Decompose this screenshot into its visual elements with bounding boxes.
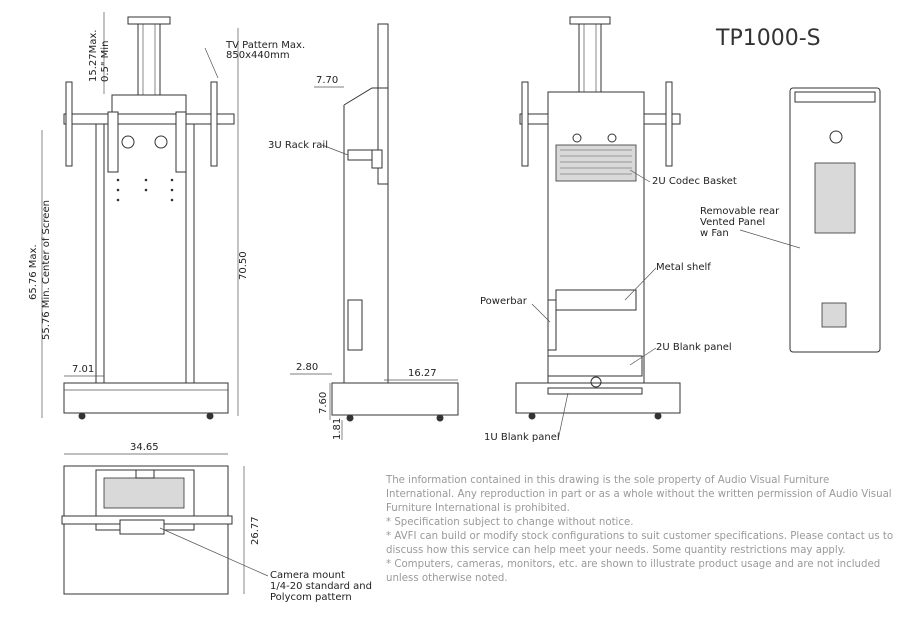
codec-basket [555,144,637,182]
dim-181: 1.81 [332,418,343,440]
metal-shelf [555,289,637,311]
label-tv-pattern-1: TV Pattern Max. [225,40,305,51]
note-equipment: * Computers, cameras, monitors, etc. are… [386,559,881,584]
dim-1627: 16.27 [408,368,437,379]
label-w-fan: w Fan [700,228,729,239]
side-view: 7.70 3U Rack rail 2.80 16.27 7.60 1.81 [268,23,459,440]
front-right-column [185,123,195,385]
dim-760: 7.60 [318,392,329,414]
blank-panel-1u [547,387,643,395]
note-custom-build: * AVFI can build or modify stock configu… [386,531,894,556]
label-camera-standard: 1/4-20 standard and [270,581,372,592]
label-tv-pattern-2: 850x440mm [226,50,290,61]
front-mast-cap [127,16,171,25]
back-panel-view: Removable rear Vented Panel w Fan [700,87,881,353]
drawing-title: TP1000-S [716,26,821,51]
label-camera-mount: Camera mount [270,570,345,581]
label-rack-rail: 3U Rack rail [268,140,328,151]
dim-height-max: 65.76 Max. [28,244,39,300]
label-vented-panel: Vented Panel [700,217,765,228]
label-codec-basket: 2U Codec Basket [652,176,737,187]
powerbar [547,299,557,351]
dim-depth: 26.77 [250,516,261,545]
vent-grille [814,162,856,234]
label-removable-rear: Removable rear [700,206,780,217]
dim-770: 7.70 [316,75,338,86]
note-specification: * Specification subject to change withou… [386,517,634,528]
dim-top-max: 15.27Max. [88,30,99,82]
blank-panel-2u [547,355,643,377]
label-metal-shelf: Metal shelf [656,262,711,273]
side-base [331,382,459,416]
front-left-column [95,123,105,385]
label-1u-blank-panel: 1U Blank panel [484,432,560,443]
front-view: 15.27Max. 0.5" Min 65.76 Max. 55.76 Min.… [28,12,305,420]
note-ownership: The information contained in this drawin… [386,475,892,514]
front-mount-arm [63,113,235,125]
rear-frame [547,91,645,389]
dim-280: 2.80 [296,362,318,373]
label-2u-blank-panel: 2U Blank panel [656,342,732,353]
label-polycom-pattern: Polycom pattern [270,592,352,603]
dim-701: 7.01 [72,364,94,375]
dim-width: 34.65 [130,442,159,453]
dim-70: 70.50 [238,251,249,280]
dim-top-min: 0.5" Min [100,41,111,82]
dim-height-min: 55.76 Min. Center of Screen [41,200,52,340]
front-base [63,382,229,414]
fan [821,302,847,328]
disclaimer-notes: The information contained in this drawin… [386,474,896,586]
top-view: 34.65 26.77 Camera mount 1/4-20 standard… [61,442,372,603]
label-powerbar: Powerbar [480,296,528,307]
rear-view: 2U Codec Basket Metal shelf Powerbar 2U … [480,16,737,443]
